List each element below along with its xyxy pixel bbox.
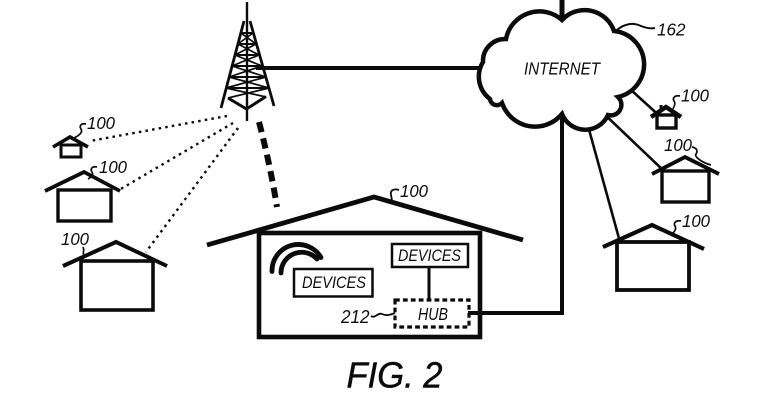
svg-text:100: 100 xyxy=(99,157,127,177)
svg-text:100: 100 xyxy=(61,229,89,249)
svg-text:HUB: HUB xyxy=(418,304,448,324)
svg-text:100: 100 xyxy=(400,181,428,201)
svg-text:100: 100 xyxy=(682,211,710,231)
svg-text:DEVICES: DEVICES xyxy=(302,274,366,292)
svg-text:100: 100 xyxy=(664,135,692,155)
svg-text:FIG. 2: FIG. 2 xyxy=(347,355,443,396)
svg-text:100: 100 xyxy=(681,86,709,106)
svg-text:100: 100 xyxy=(87,113,115,133)
svg-text:DEVICES: DEVICES xyxy=(398,247,461,265)
svg-text:INTERNET: INTERNET xyxy=(524,59,601,79)
svg-text:162: 162 xyxy=(657,20,686,40)
svg-text:212: 212 xyxy=(340,307,369,327)
